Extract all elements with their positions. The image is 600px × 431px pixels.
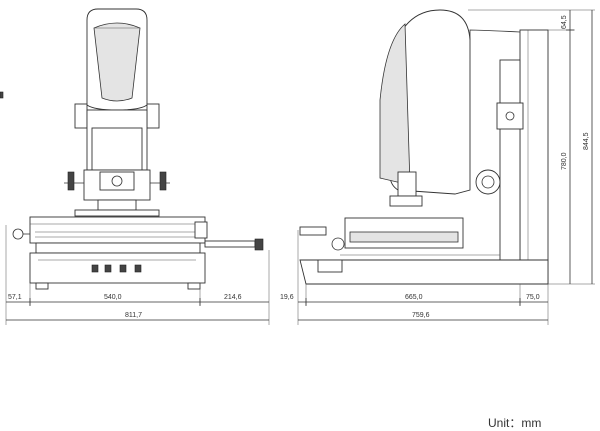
front-view (0, 8, 270, 325)
side-view (297, 9, 595, 325)
dim-side-left-offset: 19,6 (280, 294, 294, 301)
dim-side-base-length: 665,0 (405, 294, 423, 301)
unit-label: Unit：mm (488, 416, 542, 430)
front-base (29, 252, 206, 284)
front-crank-knob (254, 238, 264, 251)
dim-side-right-offset: 75,0 (526, 294, 540, 301)
front-right-ear (146, 103, 160, 129)
side-rear-column (519, 29, 549, 285)
front-head-window (93, 22, 141, 102)
dim-front-table-width: 540,0 (104, 294, 122, 301)
dim-front-left-offset: 57,1 (8, 294, 22, 301)
front-left-ear (74, 103, 88, 129)
side-head-housing (389, 9, 471, 195)
dim-total-height: 844,5 (583, 132, 590, 150)
front-stage (29, 216, 206, 244)
left-edge-knob (0, 91, 4, 99)
left-focus-knob (67, 171, 75, 191)
side-focus-wheel (475, 169, 501, 195)
dim-top-offset-height: 64,5 (561, 15, 568, 29)
dim-front-total-width: 811,7 (125, 312, 142, 319)
dim-front-right-offset: 214,6 (224, 294, 242, 301)
right-focus-knob (159, 171, 167, 191)
dim-column-height: 780,0 (561, 152, 568, 170)
side-head-window (379, 23, 411, 186)
dim-side-total-length: 759,6 (412, 312, 430, 319)
